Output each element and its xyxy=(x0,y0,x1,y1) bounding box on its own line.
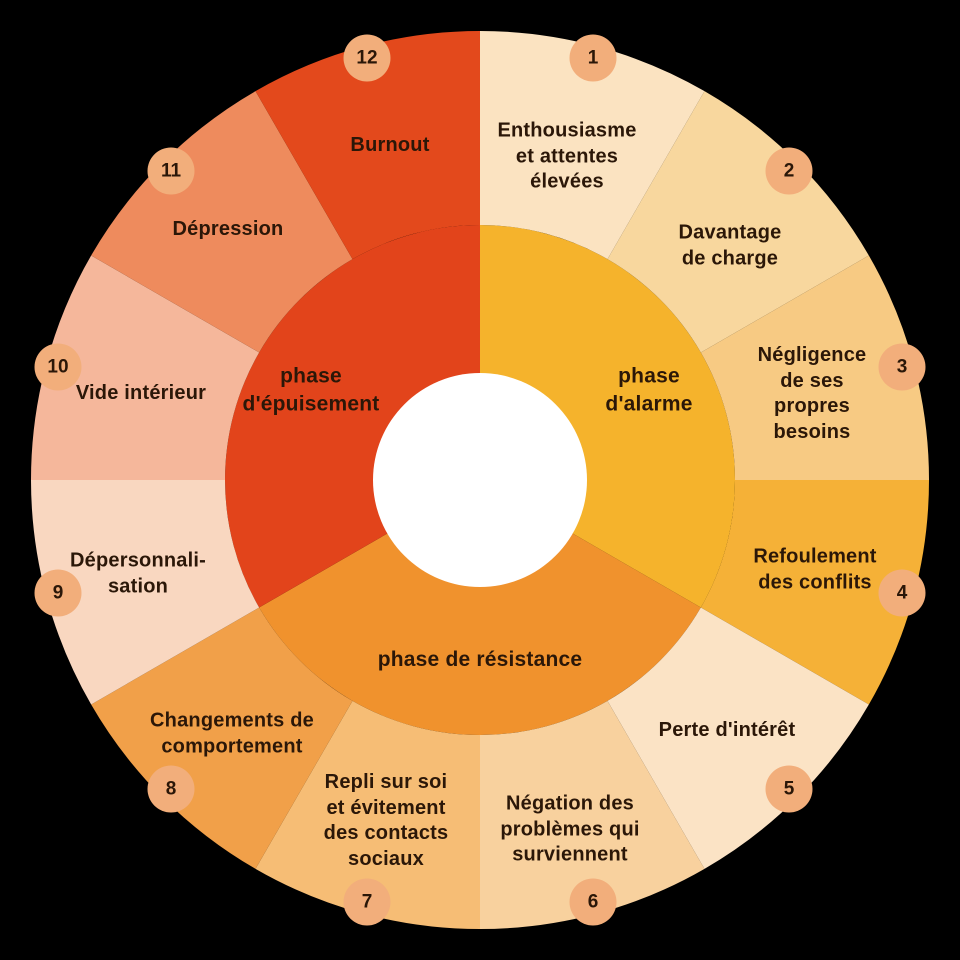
phase-wedge-3 xyxy=(224,225,480,608)
segment-wedge-11 xyxy=(91,91,353,353)
segment-number-badge-8: 8 xyxy=(147,765,195,813)
center-circle xyxy=(373,373,587,587)
phase-label-alarm: phase d'alarme xyxy=(605,364,693,416)
segment-label-9: Dépersonnali- sation xyxy=(70,549,206,597)
segment-label-5: Perte d'intérêt xyxy=(658,719,796,742)
segment-wedge-3 xyxy=(700,255,929,480)
segment-number-badge-5: 5 xyxy=(765,765,813,813)
segment-number-badge-3: 3 xyxy=(878,343,926,391)
segment-wedge-6 xyxy=(480,700,705,929)
segment-number-badge-1: 1 xyxy=(569,34,617,82)
segment-number-badge-11: 11 xyxy=(147,147,195,195)
segment-label-4: Refoulement des conflits xyxy=(753,545,877,593)
segment-label-1: Enthousiasme et attentes élevées xyxy=(497,119,637,193)
segment-label-12: Burnout xyxy=(350,134,430,157)
segment-label-7: Repli sur soi et évitement des contacts … xyxy=(323,770,449,870)
segment-wedge-9 xyxy=(31,480,260,705)
segment-label-8: Changements de comportement xyxy=(150,709,314,757)
segment-wedge-7 xyxy=(255,700,480,929)
segment-wedge-10 xyxy=(31,255,260,480)
segment-wedge-1 xyxy=(480,31,705,260)
phase-wedge-2 xyxy=(259,532,701,736)
phase-label-resistance: phase de résistance xyxy=(377,647,583,671)
segment-label-11: Dépression xyxy=(172,218,284,241)
segment-number-badge-10: 10 xyxy=(34,343,82,391)
segment-number-badge-12: 12 xyxy=(343,34,391,82)
segment-number-badge-7: 7 xyxy=(343,878,391,926)
segment-wedge-12 xyxy=(255,31,480,260)
segment-wedge-5 xyxy=(607,607,869,869)
segment-label-2: Davantage de charge xyxy=(678,221,782,269)
phase-label-exhaustion: phase d'épuisement xyxy=(242,364,380,416)
segment-number-badge-4: 4 xyxy=(878,569,926,617)
segment-wedge-2 xyxy=(607,91,869,353)
segment-label-3: Négligence de ses propres besoins xyxy=(757,343,867,443)
segment-wedge-4 xyxy=(700,480,929,705)
segment-label-10: Vide intérieur xyxy=(75,382,207,405)
segment-number-badge-9: 9 xyxy=(34,569,82,617)
segment-wedge-8 xyxy=(91,607,353,869)
segment-number-badge-2: 2 xyxy=(765,147,813,195)
segment-number-badge-6: 6 xyxy=(569,878,617,926)
phase-wedge-1 xyxy=(480,225,736,608)
segment-label-6: Négation des problèmes qui surviennent xyxy=(500,792,640,866)
